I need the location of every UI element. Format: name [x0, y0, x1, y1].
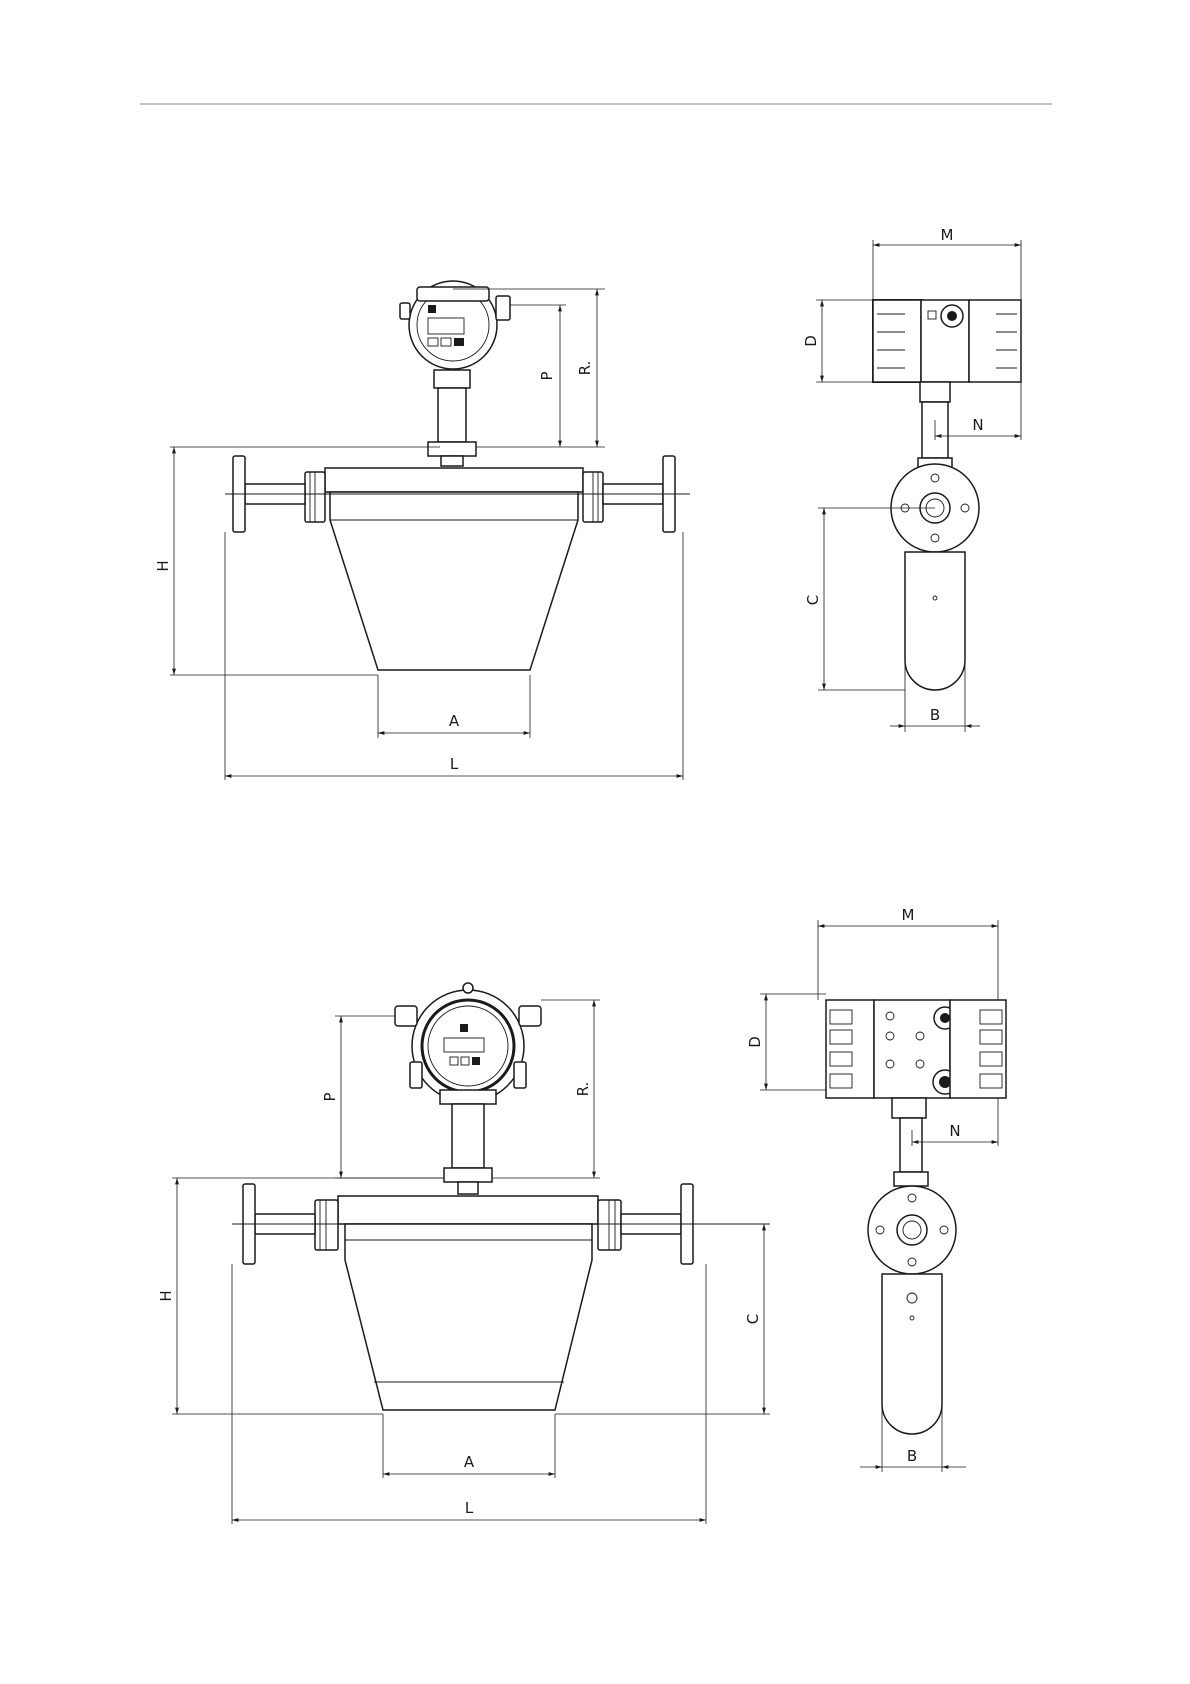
neck-stub	[441, 456, 463, 466]
dim-label-H: H	[154, 560, 172, 571]
side-left-cap	[826, 1000, 874, 1098]
dim-label-L-2: L	[465, 1499, 474, 1517]
transmitter-head	[400, 281, 510, 369]
dim-label-N-2: N	[949, 1122, 960, 1140]
transmitter-head-large	[395, 983, 541, 1104]
dim-label-P: P	[538, 371, 556, 380]
dim-label-D-2: D	[746, 1036, 764, 1048]
dim-label-M-2: M	[902, 906, 915, 924]
dim-label-L: L	[450, 755, 459, 773]
top-side-view: M D N C B	[802, 226, 1021, 732]
bottom-side-view: M D N B	[746, 906, 1006, 1472]
dim-label-H-2: H	[157, 1290, 175, 1301]
dim-label-C-2: C	[744, 1314, 762, 1324]
dim-label-B-2: B	[907, 1447, 917, 1465]
side-neck-collar	[920, 382, 950, 402]
dim-label-B: B	[930, 706, 940, 724]
flow-tube	[325, 468, 583, 492]
sensor-housing	[330, 492, 578, 670]
dim-label-A-2: A	[464, 1453, 475, 1471]
dim-label-A: A	[449, 712, 460, 730]
dim-label-P-2: P	[321, 1092, 339, 1101]
bottom-front-view: H P R. C A L	[157, 983, 770, 1524]
dim-label-R-2: R.	[574, 1082, 592, 1097]
dim-label-R: R.	[576, 361, 594, 376]
dim-label-N: N	[972, 416, 983, 434]
side-housing	[905, 552, 965, 690]
neck-pipe-large	[452, 1104, 484, 1168]
side-housing-large	[882, 1274, 942, 1434]
side-right-cap	[950, 1000, 1006, 1098]
neck-collar	[434, 370, 470, 388]
dim-label-D: D	[802, 335, 820, 347]
dim-label-C: C	[804, 595, 822, 605]
neck-pipe	[438, 388, 466, 442]
flow-tube-large	[338, 1196, 598, 1224]
dim-label-M: M	[941, 226, 954, 244]
top-front-view: H P R. A L	[154, 281, 690, 780]
neck-flange	[428, 442, 476, 456]
